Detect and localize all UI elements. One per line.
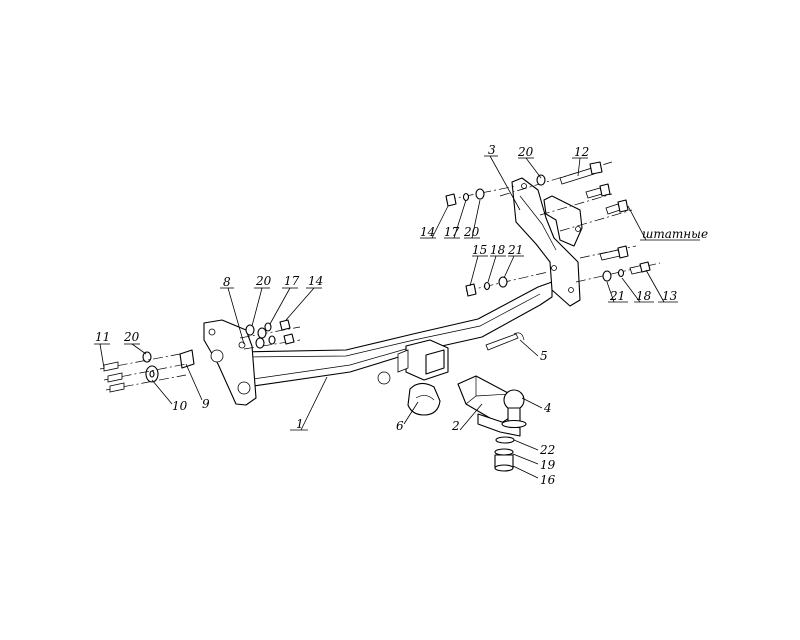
callout-14-right: 14 [420, 225, 435, 239]
callout-4: 4 [543, 401, 552, 415]
callout-13: 13 [662, 289, 678, 303]
note-standard-bolts: штатные [642, 227, 708, 241]
ball-nut-stack [494, 436, 515, 472]
right-bolts-part-12 [499, 161, 633, 232]
callout-15: 15 [472, 243, 487, 257]
callout-21-right-lower: 21 [507, 243, 523, 257]
right-bracket-plate-part-3 [511, 177, 583, 307]
callout-20-far-left: 20 [123, 330, 140, 344]
callout-18-far-right: 18 [636, 289, 652, 303]
cross-beam-part-1 [237, 281, 553, 389]
callout-22: 22 [539, 443, 555, 457]
left-bolts-part-11 [99, 353, 187, 393]
callout-20-right-upper: 20 [463, 225, 480, 239]
callout-11: 11 [95, 330, 110, 344]
callout-2: 2 [451, 419, 460, 433]
left-spacer-parts-9-10 [142, 349, 195, 383]
pin-part-5 [485, 332, 525, 351]
callout-3: 3 [488, 143, 496, 157]
callout-6: 6 [396, 419, 404, 433]
callout-18-right-lower: 18 [490, 243, 506, 257]
right-lower-fasteners [465, 271, 549, 297]
right-lower-right-fasteners [575, 245, 661, 283]
callout-17-right: 17 [444, 225, 460, 239]
socket-part-6 [377, 371, 441, 416]
callout-10: 10 [172, 399, 188, 413]
callout-17-left: 17 [284, 274, 300, 288]
callout-16: 16 [540, 473, 556, 487]
callout-21-far-right: 21 [609, 289, 625, 303]
right-upper-fasteners [445, 185, 517, 207]
callout-9: 9 [202, 397, 210, 411]
callout-8: 8 [223, 275, 231, 289]
callout-20-top-right: 20 [517, 145, 534, 159]
leader-lines [94, 155, 700, 479]
tow-ball-part-4 [501, 389, 527, 429]
callout-20-left: 20 [255, 274, 272, 288]
callout-12: 12 [574, 145, 589, 159]
callout-1: 1 [296, 417, 304, 431]
callout-labels: 1 2 3 4 5 6 8 9 10 11 12 13 14 14 15 16 … [95, 143, 708, 487]
callout-14-left: 14 [308, 274, 323, 288]
callout-5: 5 [540, 349, 548, 363]
callout-19: 19 [540, 458, 556, 472]
left-fasteners-20-17-14 [239, 319, 301, 350]
